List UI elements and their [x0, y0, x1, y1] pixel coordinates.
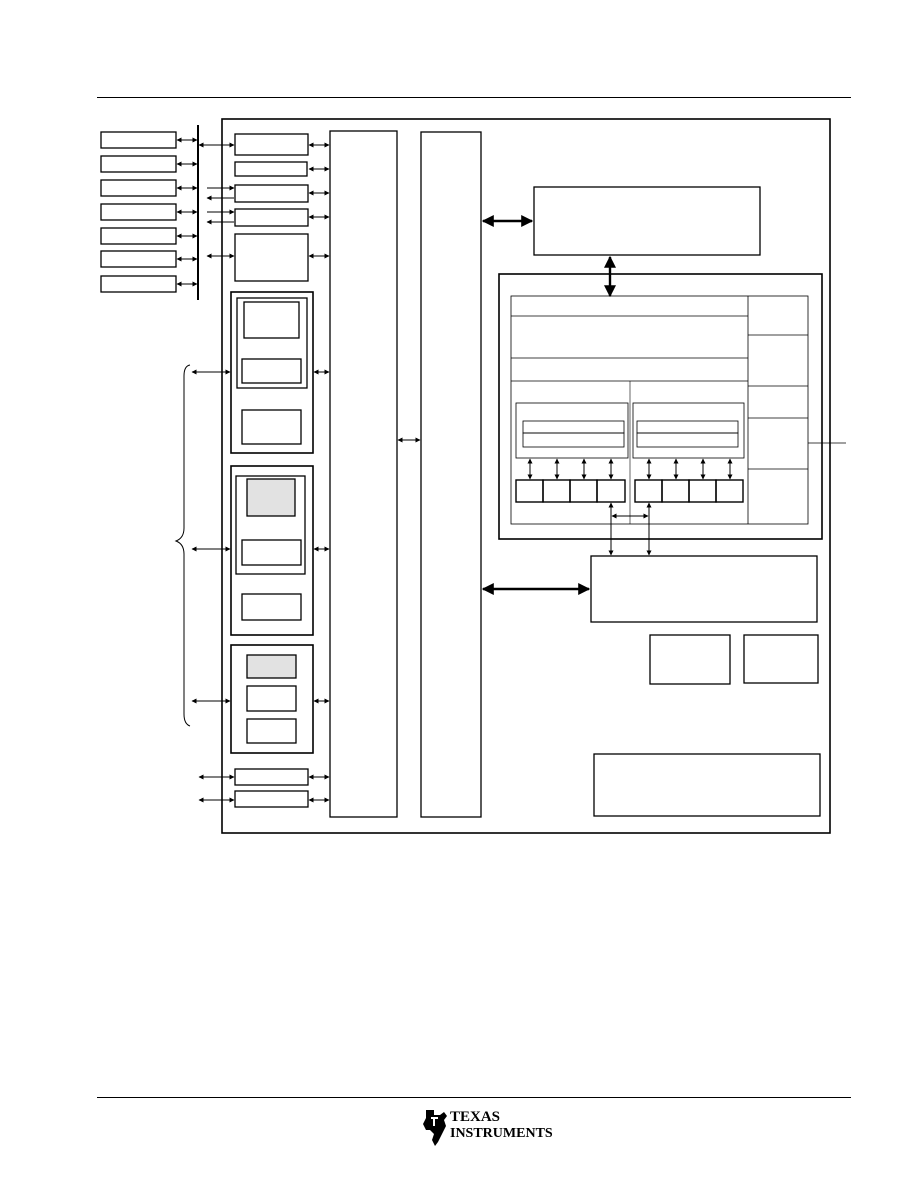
cell-l3 — [569, 479, 598, 503]
module-group-1 — [230, 291, 314, 454]
module-group-1-block-c — [241, 409, 302, 445]
peripheral-block-2 — [234, 161, 308, 177]
module-group-1-block-b — [241, 358, 302, 384]
module-group-2-block-b — [241, 539, 302, 566]
logo-line1: TEXAS — [450, 1109, 501, 1125]
system-bus — [420, 131, 482, 818]
module-group-3-block-b — [246, 685, 297, 712]
peripheral-block-7 — [234, 790, 309, 808]
device-boundary — [221, 118, 831, 834]
sub-array-right — [632, 402, 745, 459]
peripheral-bus — [329, 130, 398, 818]
cell-r3 — [688, 479, 717, 503]
sub-array-left — [515, 402, 629, 459]
interface-block — [533, 186, 761, 256]
external-block-1 — [100, 131, 177, 149]
ti-logo: TEXAS INSTRUMENTS — [420, 1104, 553, 1148]
cell-r4 — [715, 479, 744, 503]
module-group-3-block-shaded — [246, 654, 297, 679]
module-group-1-block-a — [243, 301, 300, 339]
peripheral-block-4 — [234, 208, 309, 227]
bottom-block — [593, 753, 821, 817]
module-group-2-block-c — [241, 593, 302, 621]
external-block-2 — [100, 155, 177, 173]
left-brace — [174, 364, 191, 727]
module-group-2-block-shaded — [246, 478, 296, 517]
cell-l4 — [596, 479, 626, 503]
cell-r1 — [634, 479, 663, 503]
module-group-2 — [230, 465, 314, 636]
footer-rule — [97, 1097, 851, 1098]
external-block-3 — [100, 179, 177, 197]
module-group-1-inner — [236, 297, 308, 389]
small-block-2 — [743, 634, 819, 684]
header-rule — [97, 97, 851, 98]
memory-block — [590, 555, 818, 623]
external-block-5 — [100, 227, 177, 245]
core-module — [498, 273, 823, 540]
peripheral-block-3 — [234, 184, 309, 203]
module-group-3-block-c — [246, 718, 297, 744]
peripheral-block-5 — [234, 233, 309, 282]
external-block-4 — [100, 203, 177, 221]
module-group-2-inner — [235, 475, 306, 575]
peripheral-block-6 — [234, 768, 309, 786]
cell-l2 — [542, 479, 571, 503]
cell-r2 — [661, 479, 690, 503]
module-group-3 — [230, 644, 314, 754]
small-block-1 — [649, 634, 731, 685]
ti-logo-icon — [423, 1110, 447, 1146]
logo-line2: INSTRUMENTS — [450, 1126, 553, 1141]
cell-l1 — [515, 479, 544, 503]
external-block-6 — [100, 250, 177, 268]
core-inner — [510, 295, 809, 525]
peripheral-block-1 — [234, 133, 309, 156]
external-block-7 — [100, 275, 177, 293]
